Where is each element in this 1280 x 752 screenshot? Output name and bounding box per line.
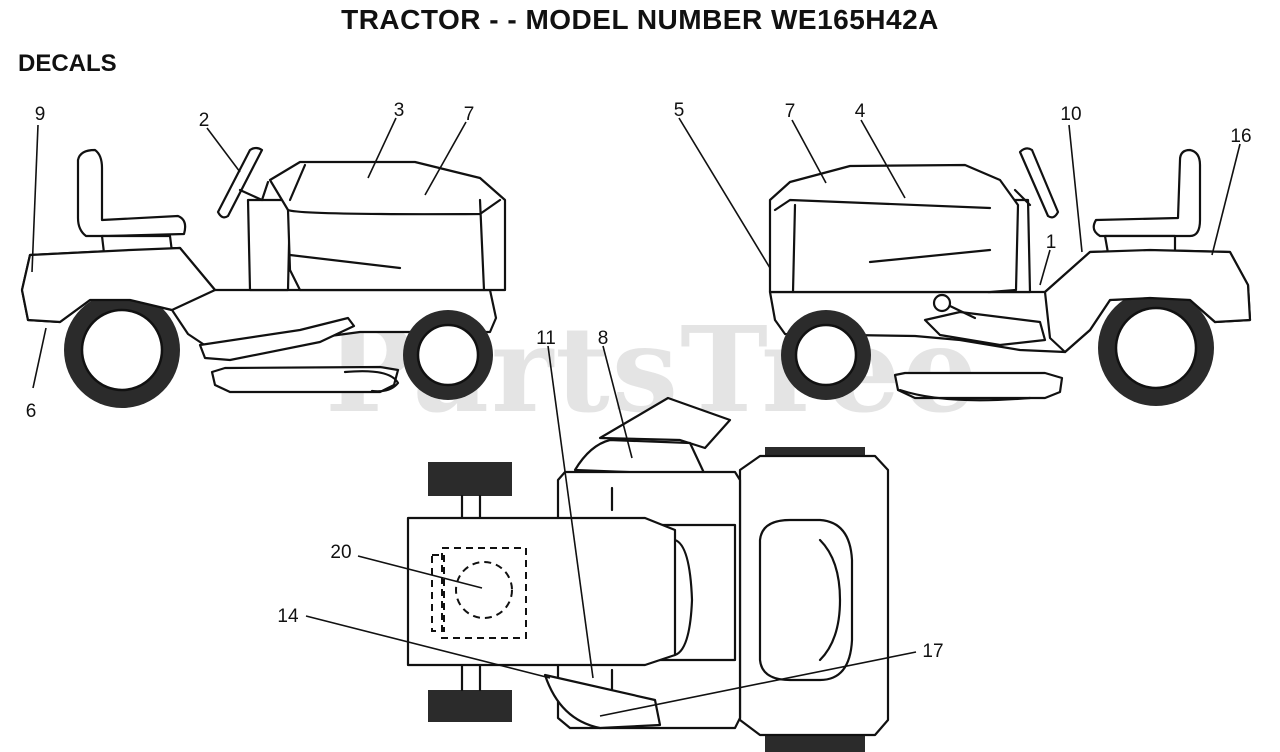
decal-area-20 bbox=[441, 547, 527, 639]
callout-numbers: 9 2 3 7 6 5 7 4 10 16 1 11 8 20 14 17 bbox=[26, 100, 1252, 662]
callout-20: 20 bbox=[330, 542, 351, 563]
diagram-title: TRACTOR - - MODEL NUMBER WE165H42A bbox=[341, 4, 939, 35]
callout-3: 3 bbox=[394, 100, 405, 121]
mower-deck-left bbox=[210, 365, 400, 394]
callout-17: 17 bbox=[922, 641, 943, 662]
callout-4: 4 bbox=[855, 101, 866, 122]
section-heading: DECALS bbox=[18, 50, 117, 77]
seat-right bbox=[1092, 148, 1202, 238]
callout-9: 9 bbox=[35, 104, 46, 125]
callout-10: 10 bbox=[1060, 104, 1081, 125]
front-tire-top bbox=[428, 462, 512, 496]
discharge-chute bbox=[598, 396, 732, 450]
steering-wheel-right bbox=[1018, 147, 1060, 219]
callout-16: 16 bbox=[1230, 126, 1251, 147]
leader-lines bbox=[31, 117, 1241, 717]
seat-left bbox=[76, 148, 187, 238]
hood-right bbox=[768, 163, 1020, 294]
mower-deck-right bbox=[893, 371, 1064, 400]
callout-2: 2 bbox=[199, 110, 210, 131]
hood-left bbox=[268, 160, 507, 292]
tractor-top-view bbox=[406, 396, 890, 752]
callout-7-left: 7 bbox=[464, 104, 475, 125]
callout-5: 5 bbox=[674, 100, 685, 121]
callout-6: 6 bbox=[26, 401, 37, 422]
callout-14: 14 bbox=[277, 606, 299, 627]
rear-tire-bottom bbox=[765, 732, 865, 752]
hood-top bbox=[406, 516, 677, 667]
callout-8: 8 bbox=[598, 328, 609, 349]
tractor-right-side-view bbox=[768, 147, 1252, 406]
tractor-left-side-view bbox=[20, 146, 507, 408]
callout-11: 11 bbox=[536, 328, 556, 349]
callout-7-right: 7 bbox=[785, 101, 796, 122]
front-tire-bottom bbox=[428, 690, 512, 722]
callout-1: 1 bbox=[1046, 232, 1057, 253]
steering-wheel-left bbox=[216, 146, 264, 219]
